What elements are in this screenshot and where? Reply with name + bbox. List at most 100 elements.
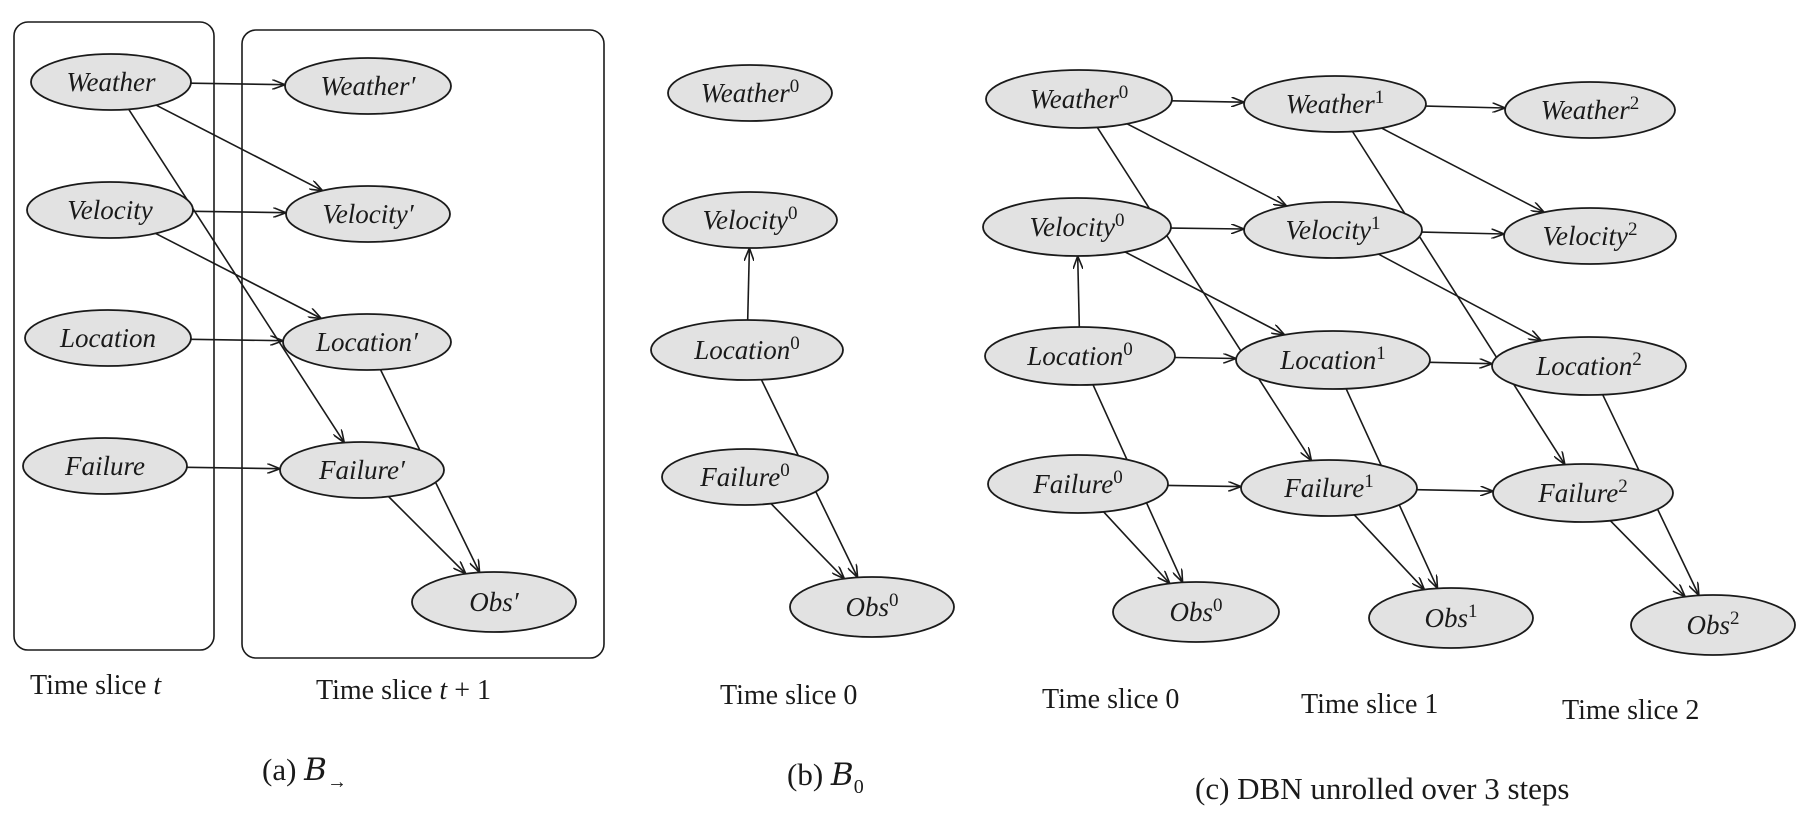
node-label: Weather — [67, 67, 156, 97]
slice-label-c-1: Time slice 1 — [1301, 689, 1438, 720]
node-superscript: ′ — [410, 71, 417, 101]
node-ellipse — [650, 319, 844, 381]
node-label: Location — [59, 323, 156, 353]
node-c-o0: Obs0 — [1112, 581, 1280, 643]
node-c-w0: Weather0 — [985, 69, 1173, 129]
node-c-w1: Weather1 — [1243, 75, 1427, 133]
edge-a-f2-to-a-o2 — [387, 495, 466, 574]
edge-c-v0-to-c-l1 — [1124, 251, 1285, 335]
node-ellipse — [1504, 81, 1676, 139]
edge-a-v-to-a-l2 — [155, 232, 322, 318]
node-ellipse — [285, 185, 451, 243]
edge-c-w0-to-c-w1 — [1171, 101, 1244, 102]
edge-a-l-to-a-l2 — [190, 339, 283, 340]
caption-a: (a) B→ — [262, 752, 347, 793]
node-ellipse — [661, 448, 829, 506]
node-superscript: ′ — [513, 587, 520, 617]
node-superscript: 1 — [1371, 213, 1381, 234]
node-ellipse — [1368, 587, 1534, 649]
slice-label-c-2: Time slice 2 — [1562, 695, 1699, 726]
node-ellipse — [982, 197, 1172, 257]
edge-c-f0-to-c-f1 — [1167, 485, 1241, 486]
node-b-l: Location0 — [650, 319, 844, 381]
node-ellipse — [1630, 594, 1796, 656]
node-ellipse — [1112, 581, 1280, 643]
edge-a-w-to-a-w2 — [190, 83, 285, 85]
node-a-f: Failure — [22, 437, 188, 495]
node-label: Obs1 — [1424, 601, 1477, 633]
node-b-v: Velocity0 — [662, 191, 838, 249]
node-ellipse — [1235, 330, 1431, 390]
edge-a-f-to-a-f2 — [186, 467, 280, 468]
node-label: Failure2 — [1537, 476, 1628, 508]
node-c-l1: Location1 — [1235, 330, 1431, 390]
node-ellipse — [411, 571, 577, 633]
node-label: Failure′ — [318, 455, 406, 485]
node-ellipse — [1492, 463, 1674, 523]
node-ellipse — [279, 441, 445, 499]
node-label: Failure1 — [1283, 471, 1374, 503]
node-ellipse — [984, 326, 1176, 386]
slice-label-b-0: Time slice 0 — [720, 680, 857, 711]
node-label: Weather′ — [321, 71, 417, 101]
edge-c-w1-to-c-w2 — [1425, 106, 1506, 108]
edge-c-v0-to-c-v1 — [1170, 228, 1244, 229]
node-b-o: Obs0 — [789, 576, 955, 638]
node-a-l2: Location′ — [282, 313, 452, 371]
node-superscript: 2 — [1618, 476, 1628, 497]
node-label: Obs′ — [469, 587, 520, 617]
node-superscript: 0 — [788, 203, 798, 224]
node-label: Location0 — [693, 333, 800, 365]
node-label: Failure0 — [1032, 467, 1123, 499]
node-label: Obs0 — [1169, 595, 1222, 627]
node-superscript: 0 — [1213, 595, 1223, 616]
node-ellipse — [1240, 459, 1418, 517]
node-c-f1: Failure1 — [1240, 459, 1418, 517]
edge-c-f1-to-c-f2 — [1416, 490, 1493, 492]
node-c-v2: Velocity2 — [1503, 207, 1677, 265]
edge-a-w-to-a-f2 — [128, 108, 345, 442]
edge-c-f1-to-c-o1 — [1353, 514, 1424, 590]
node-label: Location0 — [1026, 339, 1133, 371]
node-superscript: 1 — [1364, 471, 1374, 492]
node-superscript: 0 — [1113, 467, 1123, 488]
node-ellipse — [1243, 201, 1423, 259]
node-superscript: ′ — [399, 455, 406, 485]
node-label: Obs0 — [845, 590, 898, 622]
node-ellipse — [667, 64, 833, 122]
caption-c: (c) DBN unrolled over 3 steps — [1195, 771, 1570, 806]
node-superscript: 2 — [1632, 349, 1642, 370]
edge-b-f-to-b-o — [770, 503, 844, 579]
node-a-w2: Weather′ — [284, 57, 452, 115]
node-ellipse — [987, 454, 1169, 514]
node-b-w: Weather0 — [667, 64, 833, 122]
node-a-v: Velocity — [26, 181, 194, 239]
node-ellipse — [1243, 75, 1427, 133]
node-superscript: 0 — [780, 460, 790, 481]
node-superscript: 0 — [1115, 210, 1125, 231]
node-ellipse — [282, 313, 452, 371]
node-superscript: 1 — [1376, 343, 1386, 364]
node-c-o2: Obs2 — [1630, 594, 1796, 656]
node-ellipse — [26, 181, 194, 239]
slice-box-t — [13, 21, 215, 651]
node-ellipse — [662, 191, 838, 249]
node-c-f2: Failure2 — [1492, 463, 1674, 523]
edge-c-f2-to-c-o2 — [1609, 520, 1685, 597]
node-ellipse — [30, 53, 192, 111]
edge-c-w1-to-c-f2 — [1351, 131, 1565, 465]
node-ellipse — [789, 576, 955, 638]
edge-c-w0-to-c-v1 — [1126, 123, 1287, 206]
node-label: Location′ — [315, 327, 419, 357]
node-label: Velocity0 — [703, 203, 798, 235]
node-superscript: 2 — [1630, 93, 1640, 114]
node-label: Velocity1 — [1286, 213, 1381, 245]
node-superscript: 0 — [1119, 82, 1129, 103]
node-label: Location2 — [1535, 349, 1642, 381]
edge-a-w-to-a-v2 — [155, 104, 323, 191]
node-label: Failure0 — [699, 460, 790, 492]
node-superscript: 1 — [1468, 601, 1478, 622]
